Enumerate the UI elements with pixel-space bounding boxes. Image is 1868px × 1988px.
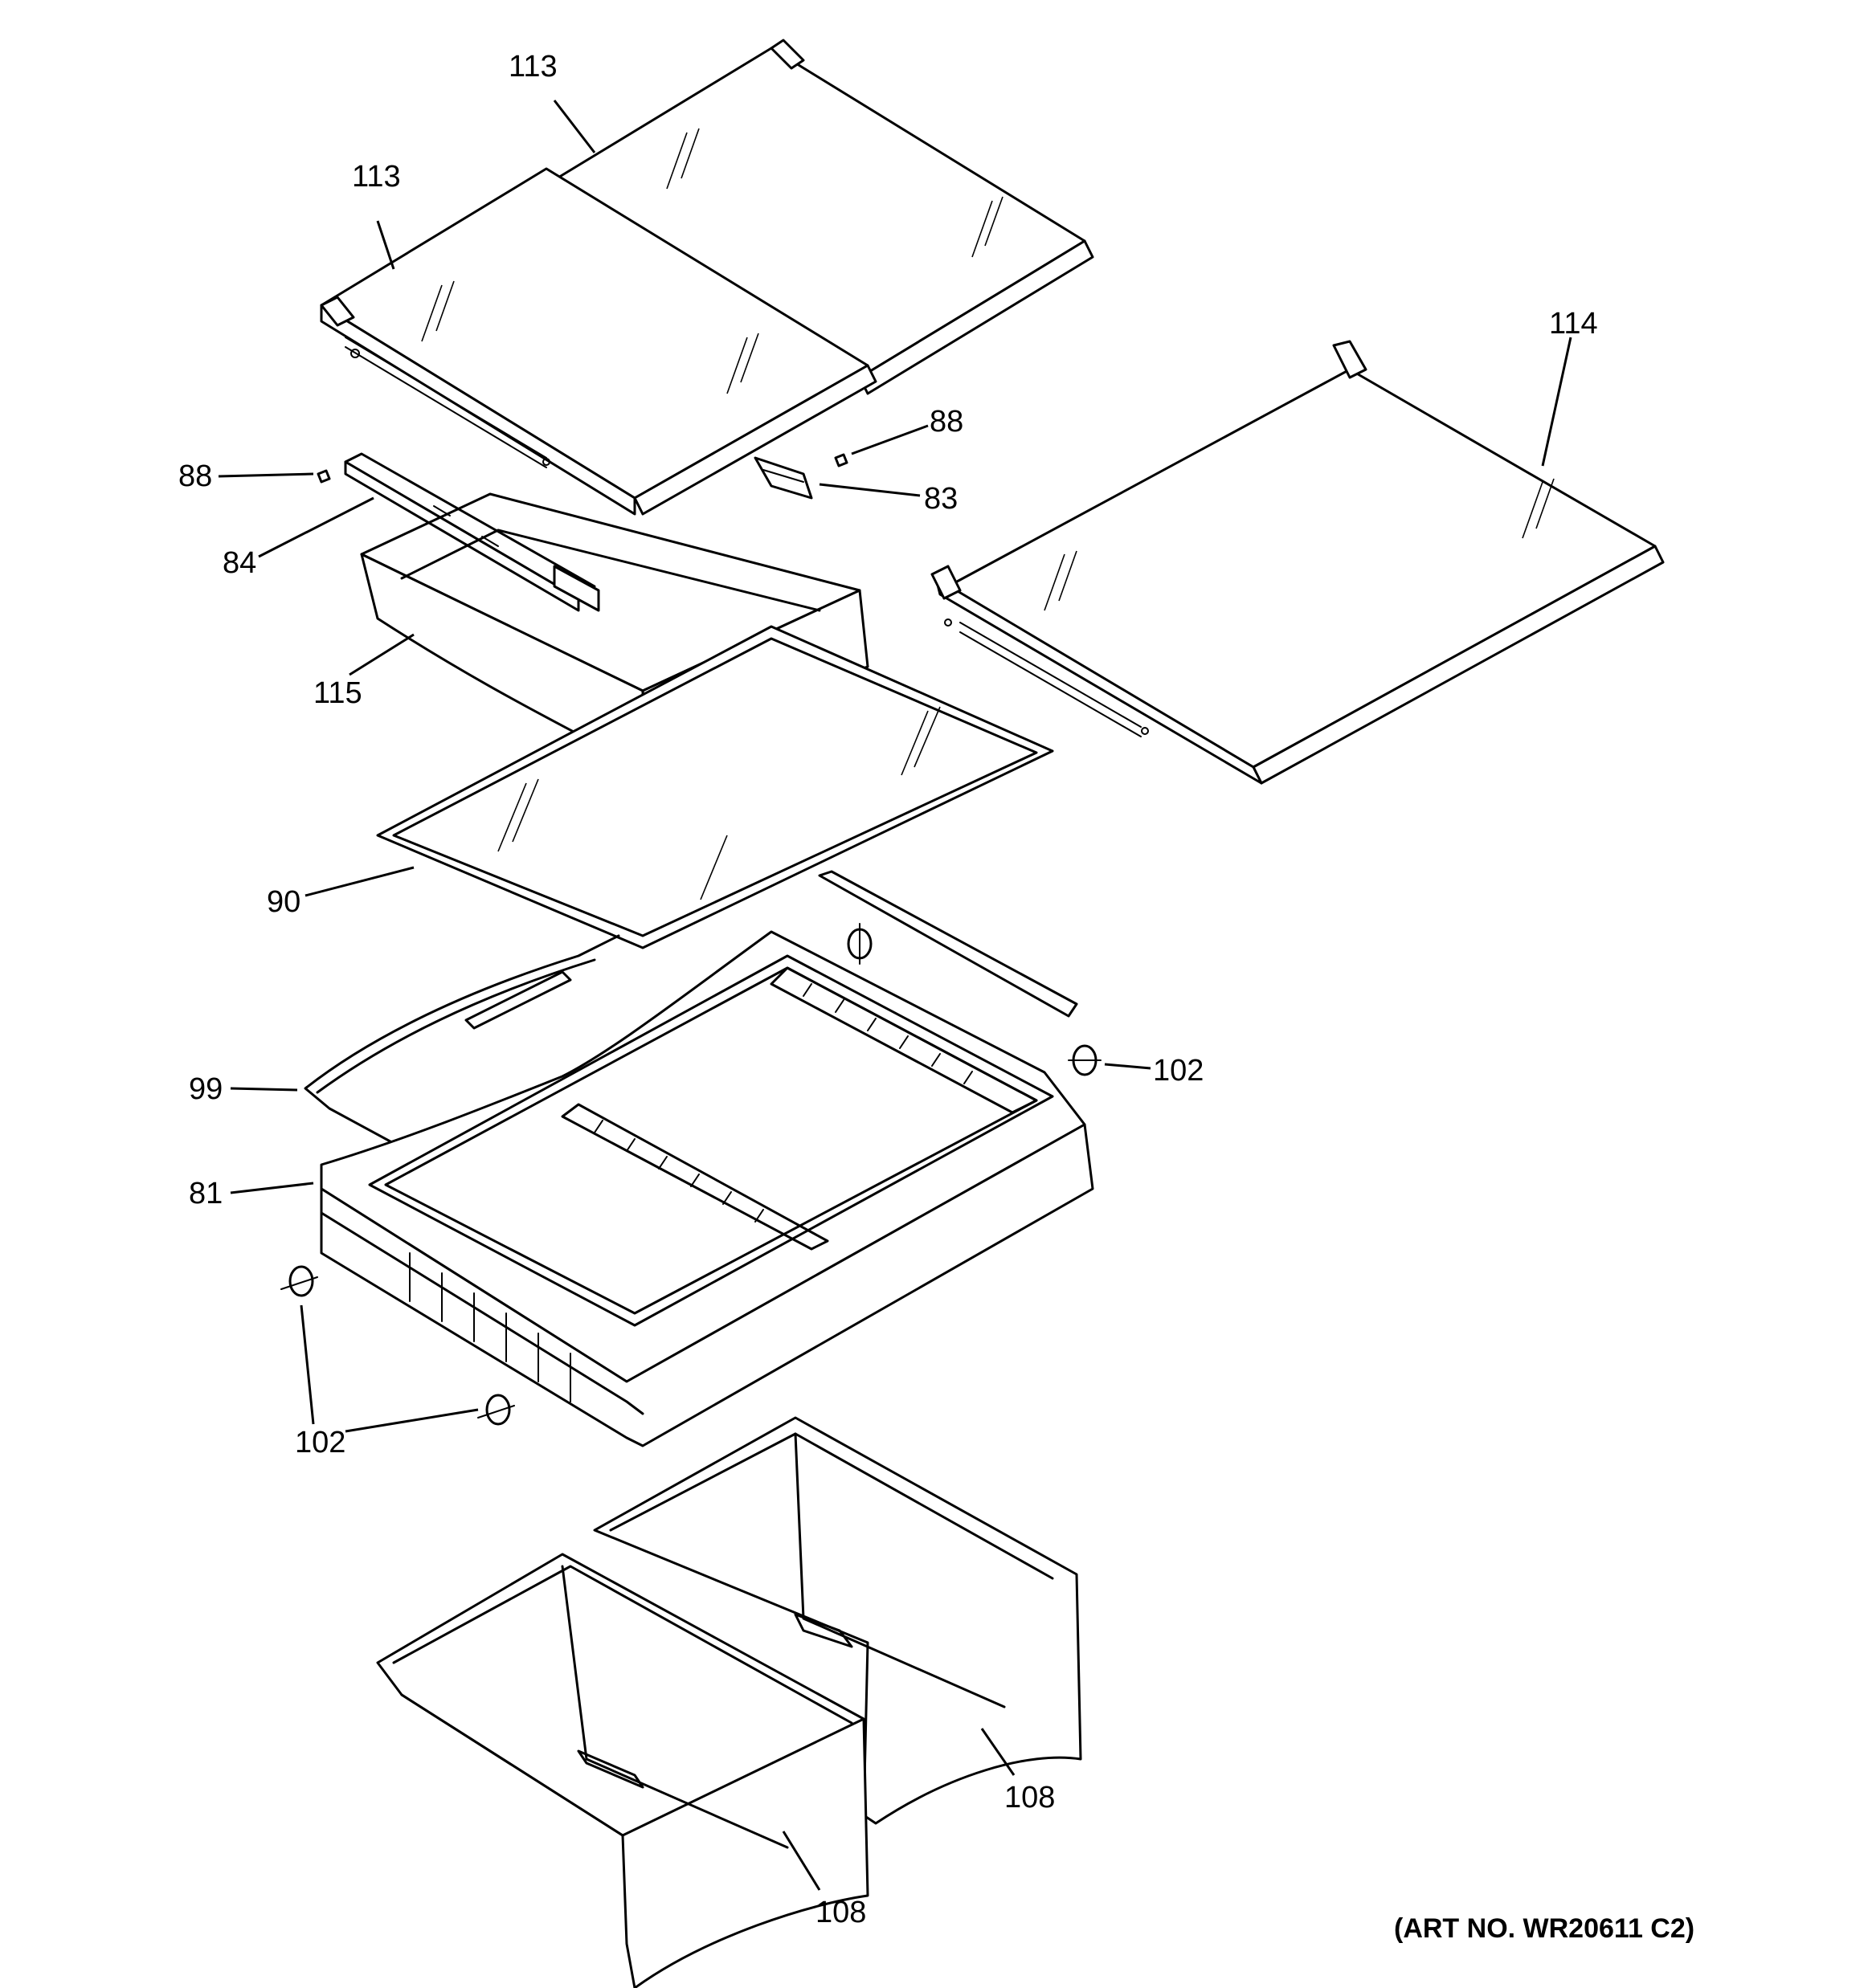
roller-right <box>1068 1044 1102 1076</box>
callout-102-left: 102 <box>295 1426 345 1459</box>
screws-88 <box>317 453 848 484</box>
callout-108-front: 108 <box>815 1896 866 1929</box>
art-number: (ART NO. WR20611 C2) <box>1394 1913 1694 1944</box>
rail-83 <box>754 456 813 500</box>
shelf-113-rear <box>545 39 1094 395</box>
callout-88-right: 88 <box>930 405 963 439</box>
callout-113-rear: 113 <box>509 50 558 84</box>
callout-83: 83 <box>924 482 958 516</box>
callout-114: 114 <box>1549 307 1598 341</box>
leader-lines <box>218 100 1572 1891</box>
rail-84 <box>344 452 600 612</box>
frame-ribs <box>594 983 973 1223</box>
callout-88-left: 88 <box>178 459 212 493</box>
roller-left <box>280 1265 318 1297</box>
rear-strip <box>818 870 1078 1018</box>
crisper-108-rear <box>593 1416 1082 1825</box>
callout-84: 84 <box>223 546 256 580</box>
shelf-113-front <box>320 167 877 516</box>
callout-81: 81 <box>189 1177 223 1210</box>
glass-90 <box>376 625 1054 949</box>
callout-113-front: 113 <box>352 160 401 194</box>
roller-top <box>847 923 873 965</box>
rollers-102 <box>280 923 1102 1426</box>
cover-frame-81 <box>320 930 1094 1447</box>
callout-102-right: 102 <box>1153 1054 1204 1088</box>
callout-99: 99 <box>189 1072 223 1106</box>
crisper-108-front <box>376 1553 869 1988</box>
roller-bottom <box>477 1394 515 1426</box>
callout-labels: 113 113 114 88 88 83 84 115 90 99 81 102… <box>178 50 1598 1929</box>
callout-90: 90 <box>267 885 300 919</box>
frame-bottom-fins <box>409 1252 571 1402</box>
callout-115: 115 <box>313 676 362 710</box>
callout-108-rear: 108 <box>1004 1781 1055 1815</box>
shelf-114 <box>930 340 1665 785</box>
